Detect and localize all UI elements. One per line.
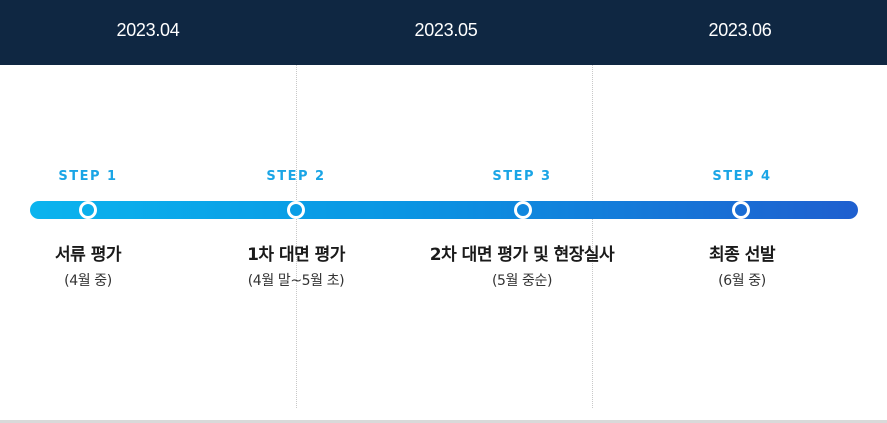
step-2-period: (4월 말~5월 초) bbox=[247, 273, 345, 289]
step-1-label: STEP 1 bbox=[58, 169, 118, 184]
bottom-border bbox=[0, 420, 887, 423]
step-1-title: 서류 평가 bbox=[55, 245, 121, 265]
month-header-bar: 2023.04 2023.05 2023.06 bbox=[0, 0, 887, 65]
step-4-label: STEP 4 bbox=[712, 169, 772, 184]
step-1-node-icon bbox=[79, 201, 97, 219]
step-1-period: (4월 중) bbox=[64, 273, 112, 289]
month-divider-1 bbox=[296, 65, 297, 408]
month-may: 2023.05 bbox=[414, 20, 478, 40]
timeline-track bbox=[30, 201, 858, 219]
step-2-node-icon bbox=[287, 201, 305, 219]
step-3-period: (5월 중순) bbox=[491, 273, 553, 289]
month-divider-2 bbox=[592, 65, 593, 408]
step-2-label: STEP 2 bbox=[266, 169, 326, 184]
month-april: 2023.04 bbox=[116, 20, 180, 40]
step-3-node-icon bbox=[514, 201, 532, 219]
month-june: 2023.06 bbox=[708, 20, 772, 40]
step-3-label: STEP 3 bbox=[492, 169, 552, 184]
step-4-title: 최종 선발 bbox=[709, 245, 775, 265]
step-4-node-icon bbox=[732, 201, 750, 219]
step-4-period: (6월 중) bbox=[718, 273, 766, 289]
step-2-title: 1차 대면 평가 bbox=[247, 245, 345, 265]
step-3-title: 2차 대면 평가 및 현장실사 bbox=[429, 245, 615, 265]
